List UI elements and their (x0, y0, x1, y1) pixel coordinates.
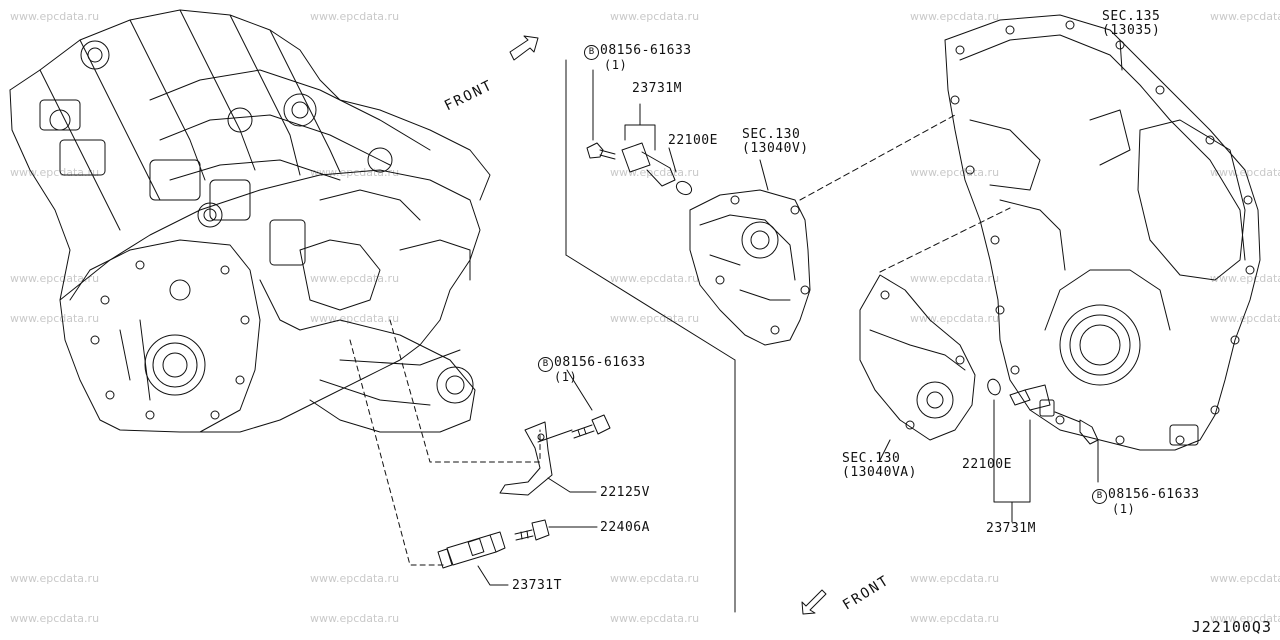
sensor-23731t-drawing (437, 531, 506, 569)
label-oring-22100e-right[interactable]: 22100E (962, 457, 1012, 472)
label-bolt-top-qty: (1) (604, 58, 628, 72)
watermark-text: www.epcdata.ru (910, 166, 1000, 179)
bolt-marker-icon: B (584, 45, 599, 60)
bolt-22406a-drawing (514, 519, 550, 541)
label-sec130-v[interactable]: SEC.130 (742, 127, 801, 142)
watermark-text: www.epcdata.ru (1210, 312, 1280, 325)
bolt-marker-icon: B (538, 357, 553, 372)
front-arrow-top (509, 35, 539, 61)
engine-leader-lines (349, 319, 541, 566)
label-bolt-22406a[interactable]: 22406A (600, 520, 650, 535)
diagram-code: J22100Q3 (1191, 618, 1272, 636)
watermark-text: www.epcdata.ru (610, 312, 700, 325)
watermark-text: www.epcdata.ru (310, 10, 400, 23)
watermark-text: www.epcdata.ru (1210, 572, 1280, 585)
right-sensor-group-drawing (987, 378, 1099, 523)
label-sec135[interactable]: SEC.135 (1102, 9, 1161, 24)
label-sensor-23731m-right[interactable]: 23731M (986, 521, 1036, 536)
cover-dashed-leaders (799, 114, 1011, 273)
timing-cover-drawing (944, 14, 1261, 451)
watermark-text: www.epcdata.ru (610, 612, 700, 625)
label-sec130-va[interactable]: SEC.130 (842, 451, 901, 466)
watermark-text: www.epcdata.ru (310, 272, 400, 285)
watermark-text: www.epcdata.ru (310, 612, 400, 625)
bolt-mid-drawing (571, 414, 611, 439)
watermark-text: www.epcdata.ru (610, 166, 700, 179)
watermark-text: www.epcdata.ru (610, 10, 700, 23)
watermark-text: www.epcdata.ru (10, 166, 100, 179)
label-sec135-code: (13035) (1102, 23, 1161, 38)
front-arrow-bottom (801, 589, 827, 615)
watermark-text: www.epcdata.ru (910, 572, 1000, 585)
mid-leader-lines (477, 369, 598, 586)
watermark-text: www.epcdata.ru (10, 10, 100, 23)
watermark-text: www.epcdata.ru (910, 612, 1000, 625)
watermark-text: www.epcdata.ru (10, 312, 100, 325)
label-sec130-v-code: (13040V) (742, 141, 809, 156)
watermark-text: www.epcdata.ru (610, 572, 700, 585)
label-sensor-23731t[interactable]: 23731T (512, 578, 562, 593)
watermark-text: www.epcdata.ru (910, 10, 1000, 23)
cam-housing-va-drawing (859, 274, 976, 461)
bolt-marker-icon: B (1092, 489, 1107, 504)
label-sec130-va-code: (13040VA) (842, 465, 917, 480)
watermark-text: www.epcdata.ru (1210, 612, 1280, 625)
watermark-text: www.epcdata.ru (10, 272, 100, 285)
top-sensor-assembly-drawing (586, 69, 693, 196)
watermark-text: www.epcdata.ru (10, 572, 100, 585)
label-oring-22100e-top[interactable]: 22100E (668, 133, 718, 148)
label-bracket-22125v[interactable]: 22125V (600, 485, 650, 500)
label-bolt-right-qty: (1) (1112, 502, 1136, 516)
label-bolt-mid-qty: (1) (554, 370, 578, 384)
watermark-text: www.epcdata.ru (1210, 10, 1280, 23)
watermark-text: www.epcdata.ru (1210, 166, 1280, 179)
watermark-text: www.epcdata.ru (1210, 272, 1280, 285)
section-divider-diagonal (565, 254, 736, 361)
watermark-text: www.epcdata.ru (10, 612, 100, 625)
watermark-text: www.epcdata.ru (310, 572, 400, 585)
bracket-22125v-drawing (499, 421, 573, 496)
cam-housing-v-drawing (689, 159, 811, 346)
watermark-text: www.epcdata.ru (610, 272, 700, 285)
label-sensor-23731m-top[interactable]: 23731M (632, 81, 682, 96)
watermark-text: www.epcdata.ru (910, 272, 1000, 285)
engine-block-drawing (9, 9, 491, 433)
